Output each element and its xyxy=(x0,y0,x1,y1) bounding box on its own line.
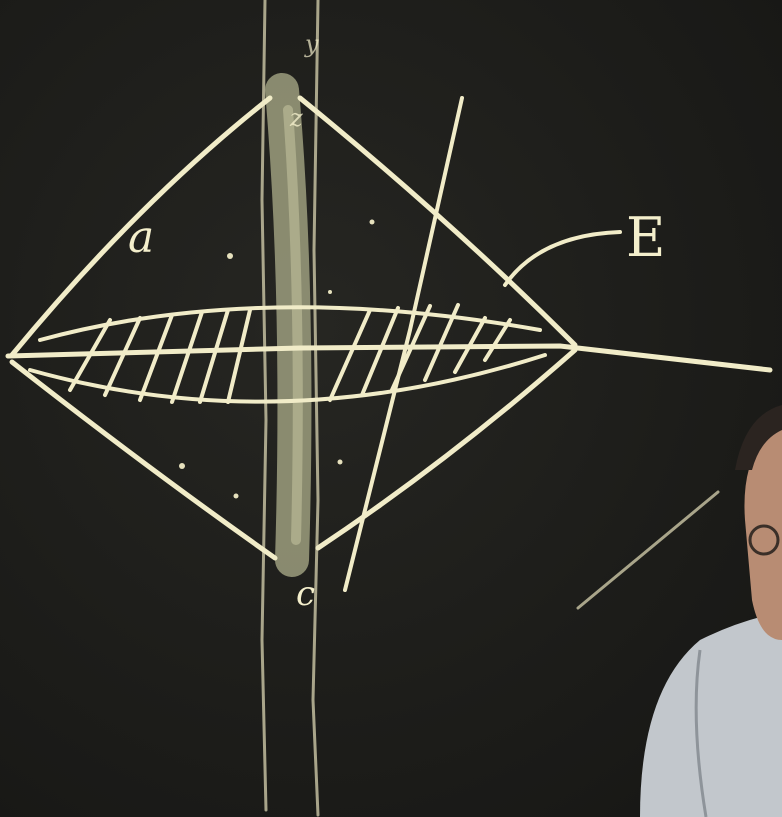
z-mark: z xyxy=(290,104,303,132)
alpha-label: a xyxy=(128,212,154,263)
lecturer-shirt xyxy=(640,612,782,817)
epsilon-pointer xyxy=(505,232,620,285)
left-vertical-line xyxy=(262,0,266,810)
diagonal-line xyxy=(345,98,462,590)
lecturer-figure xyxy=(640,405,782,817)
c-vector-label: c xyxy=(296,574,315,614)
y-axis-mark: y xyxy=(305,30,319,58)
epsilon-label: E xyxy=(626,206,665,269)
right-diagonal-stroke xyxy=(578,492,718,608)
right-vertical-line xyxy=(313,0,318,815)
